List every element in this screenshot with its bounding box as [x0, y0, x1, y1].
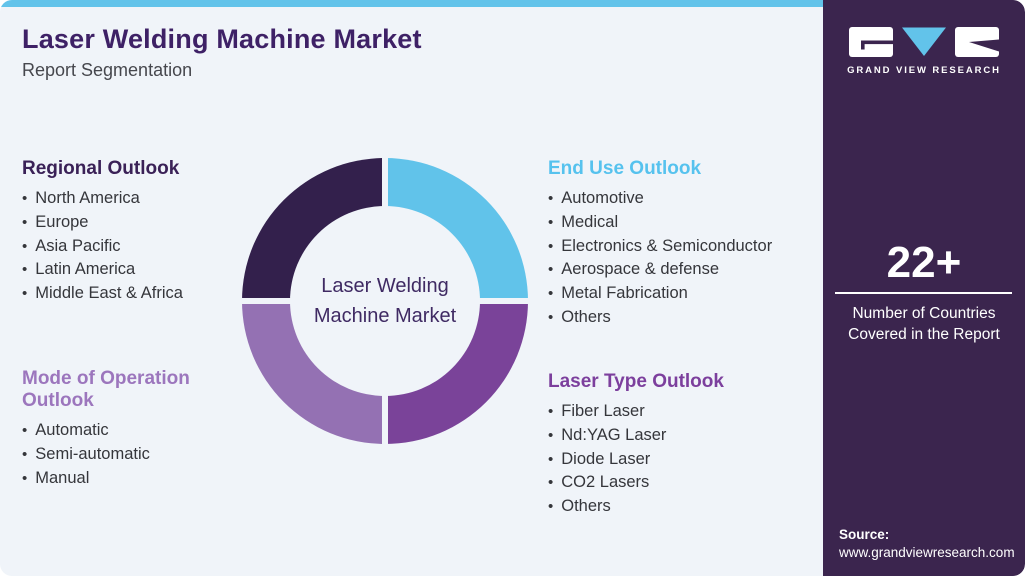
list-item: • Manual [22, 467, 227, 491]
bullet-icon: • [548, 450, 554, 468]
header: Laser Welding Machine Market Report Segm… [22, 24, 582, 81]
source-url: www.grandviewresearch.com [839, 545, 1015, 560]
countries-stat: 22+ Number of Countries Covered in the R… [823, 241, 1025, 345]
bullet-icon: • [548, 213, 554, 231]
list-item-label: Fiber Laser [561, 402, 645, 420]
list-item: • Semi-automatic [22, 443, 227, 467]
bullet-icon: • [22, 237, 28, 255]
donut-center-label: Laser Welding Machine Market [313, 275, 457, 327]
section-mode-of-operation-outlook: Mode of Operation Outlook • Automatic • Sem… [22, 368, 227, 490]
bullet-icon: • [22, 422, 28, 439]
list-item: • North America [22, 187, 237, 211]
section-laser-type-outlook: Laser Type Outlook • Fiber Laser • Nd:YAG L… [548, 371, 808, 519]
list-item: • Nd:YAG Laser [548, 424, 808, 448]
bullet-icon: • [548, 403, 554, 420]
list-item-label: Manual [35, 468, 90, 487]
list-item-label: North America [35, 189, 140, 207]
list-item: • Aerospace & defense [548, 258, 823, 282]
bullet-icon: • [22, 445, 28, 463]
list-item-label: Asia Pacific [35, 236, 121, 255]
list-item-label: Others [561, 497, 611, 516]
brand-name: GRAND VIEW RESEARCH [847, 65, 1001, 76]
list-item: • CO2 Lasers [548, 471, 808, 495]
list-item: • Fiber Laser [548, 400, 808, 424]
section-heading: Mode of Operation Outlook [22, 368, 190, 411]
bullet-icon: • [548, 498, 554, 516]
bullet-icon: • [548, 426, 554, 444]
bullet-icon: • [22, 190, 28, 207]
section-end-use-outlook: End Use Outlook • Automotive • Medical • Elec… [548, 158, 823, 330]
list-item: • Asia Pacific [22, 235, 237, 259]
list-item-label: Others [561, 307, 611, 326]
bullet-icon: • [22, 469, 28, 487]
bullet-icon: • [22, 285, 28, 303]
list-item-label: Electronics & Semiconductor [561, 236, 773, 255]
source-block: Source: www.grandviewresearch.com [839, 527, 1015, 560]
list-item-label: Diode Laser [561, 449, 651, 468]
list-item-label: Semi-automatic [35, 444, 150, 463]
list-item: • Diode Laser [548, 448, 808, 472]
bullet-icon: • [22, 261, 28, 279]
list-item: • Europe [22, 211, 237, 235]
list-item: • Others [548, 306, 823, 330]
stat-value: 22+ [886, 238, 962, 287]
list-item: • Automotive [548, 187, 823, 211]
list-item-label: CO2 Lasers [561, 473, 650, 492]
bullet-icon: • [548, 308, 554, 326]
section-heading: Regional Outlook [22, 158, 180, 179]
list-item-label: Aerospace & defense [561, 260, 720, 279]
bullet-icon: • [548, 285, 554, 303]
list-item-label: Nd:YAG Laser [561, 425, 667, 444]
bullet-icon: • [22, 213, 28, 231]
list-item: • Automatic [22, 419, 227, 443]
list-item-label: Metal Fabrication [561, 284, 688, 303]
bullet-icon: • [548, 261, 554, 279]
section-list: • Automatic • Semi-automatic • Manual [22, 419, 227, 490]
section-list: • North America • Europe • Asia Pacific • Latin… [22, 187, 237, 306]
list-item-label: Latin America [35, 260, 136, 279]
donut-chart: Laser Welding Machine Market [240, 156, 530, 446]
list-item: • Latin America [22, 258, 237, 282]
section-heading: End Use Outlook [548, 158, 702, 179]
list-item-label: Automatic [35, 421, 109, 439]
bullet-icon: • [548, 474, 554, 492]
brand-logo: GRAND VIEW RESEARCH [823, 27, 1025, 76]
list-item: • Middle East & Africa [22, 282, 237, 306]
bullet-icon: • [548, 237, 554, 255]
section-heading: Laser Type Outlook [548, 371, 724, 392]
bullet-icon: • [548, 190, 554, 207]
accent-top-bar [0, 0, 823, 7]
list-item: • Others [548, 495, 808, 519]
gvr-logo-icon [849, 27, 999, 57]
page-title: Laser Welding Machine Market [22, 24, 422, 54]
donut-hole: Laser Welding Machine Market [290, 206, 480, 396]
list-item-label: Middle East & Africa [35, 284, 183, 303]
section-list: • Fiber Laser • Nd:YAG Laser • Diode Laser • CO… [548, 400, 808, 519]
list-item: • Medical [548, 211, 823, 235]
section-list: • Automotive • Medical • Electronics & Semico… [548, 187, 823, 330]
list-item-label: Medical [561, 212, 619, 231]
list-item: • Electronics & Semiconductor [548, 235, 823, 259]
stat-divider [835, 292, 1012, 294]
list-item-label: Automotive [561, 189, 644, 207]
section-regional-outlook: Regional Outlook • North America • Europe • A… [22, 158, 237, 306]
list-item: • Metal Fabrication [548, 282, 823, 306]
page-subtitle: Report Segmentation [22, 60, 193, 80]
source-label: Source: [839, 527, 890, 542]
stat-label: Number of Countries Covered in the Repor… [848, 305, 1000, 343]
list-item-label: Europe [35, 212, 89, 231]
sidebar: GRAND VIEW RESEARCH 22+ Number of Countr… [823, 0, 1025, 576]
